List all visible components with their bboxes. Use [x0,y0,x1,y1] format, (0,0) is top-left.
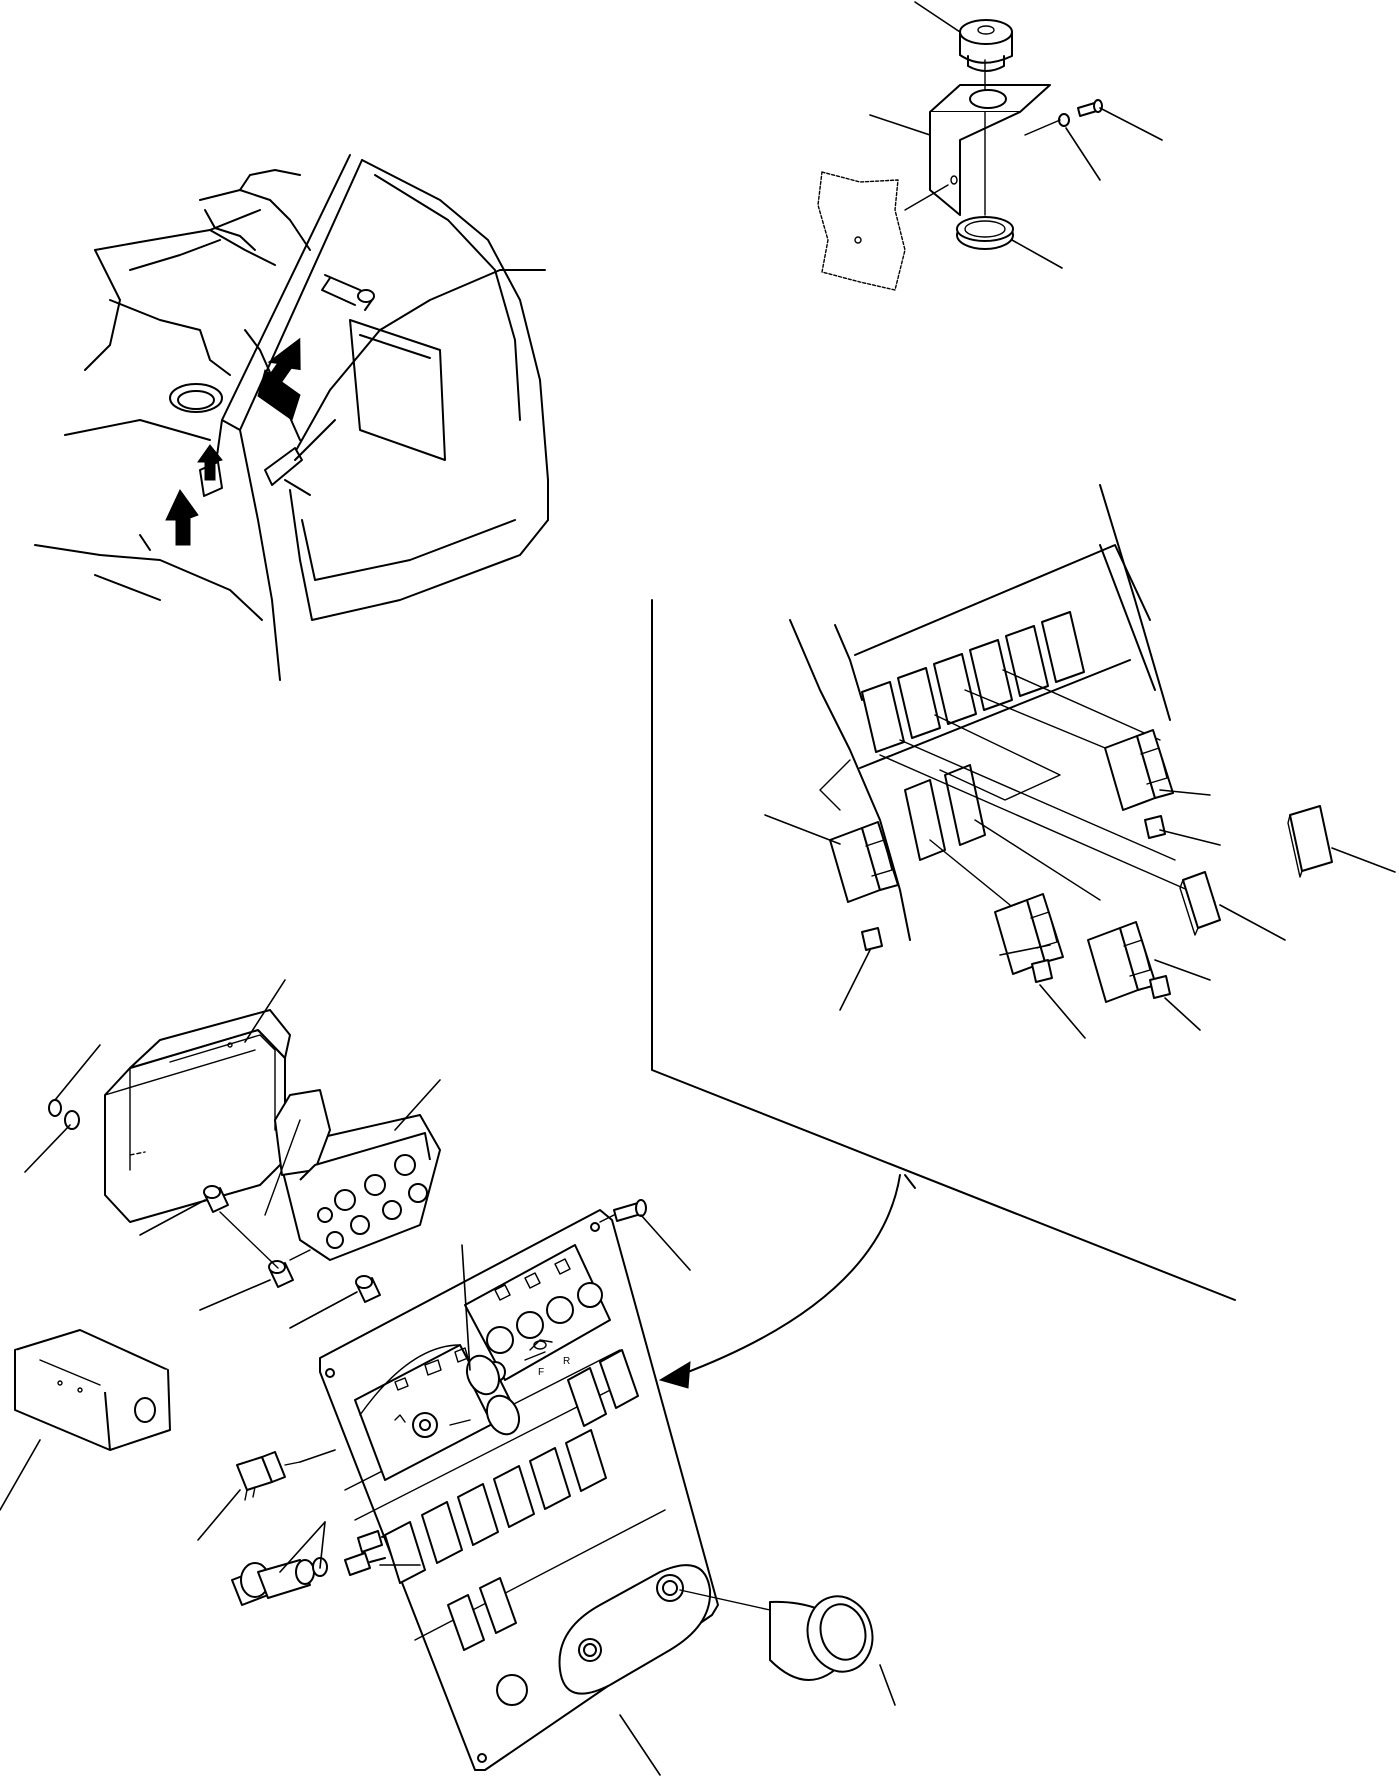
panel-oval-recess [558,1564,712,1695]
housing-washer [64,1110,80,1130]
panel-round-hole [496,1674,528,1706]
instrument-cluster-assembly [48,1009,441,1303]
reverse-label: R [563,1356,570,1367]
switch-lens-1 [861,927,883,951]
direction-selector: F R [524,1339,570,1378]
panel-switch-slots-upper [567,1349,639,1427]
blank-cover-1 [1179,871,1221,936]
rocker-switch-1 [829,821,899,903]
rocker-switch-4 [1104,729,1174,811]
switch-panel-detail [651,484,1333,1301]
rocker-switch-3 [1087,921,1157,1003]
warning-light-4 [577,1282,603,1308]
switch-lens-3 [1144,815,1166,839]
switch-slots-top-row [861,611,1085,753]
detail-arrow [658,1174,901,1389]
warning-icons [494,1258,571,1301]
rotary-knob [449,1354,521,1436]
dash-control-panel: F R [319,1199,719,1771]
spacer-1 [203,1185,229,1213]
blank-cover-2 [1287,805,1333,878]
cab-interior-view [34,154,549,681]
spacer-3 [355,1275,381,1303]
housing-nut [48,1099,62,1117]
switch-lens-4 [1149,975,1171,999]
ring-nut [956,216,1014,250]
u-bracket [14,1329,171,1451]
top-bracket-assembly [817,19,1103,291]
warning-light-2 [516,1311,544,1339]
relay [236,1451,301,1501]
panel-switch-slots-row [384,1429,607,1584]
mounting-bracket [929,84,1051,216]
warning-light-1 [486,1326,514,1354]
rocker-switch-2 [994,893,1064,975]
warning-light-3 [546,1296,574,1324]
panel-screw [613,1199,647,1222]
screw [1077,99,1103,117]
switch-slots-lower-row [904,764,986,861]
push-button-cap [959,19,1013,72]
gauge-icons [394,1347,469,1423]
location-arrows [165,337,301,546]
cluster-housing [104,1009,291,1223]
panel-lower-switch-slots [447,1577,517,1651]
forward-label: F [538,1367,544,1378]
ignition-switch [231,1530,396,1606]
push-button [679,1589,874,1681]
key [344,1530,396,1576]
spacer-2 [268,1260,294,1288]
switch-lens-2 [1031,959,1053,983]
gauge-cluster-body [274,1089,441,1261]
